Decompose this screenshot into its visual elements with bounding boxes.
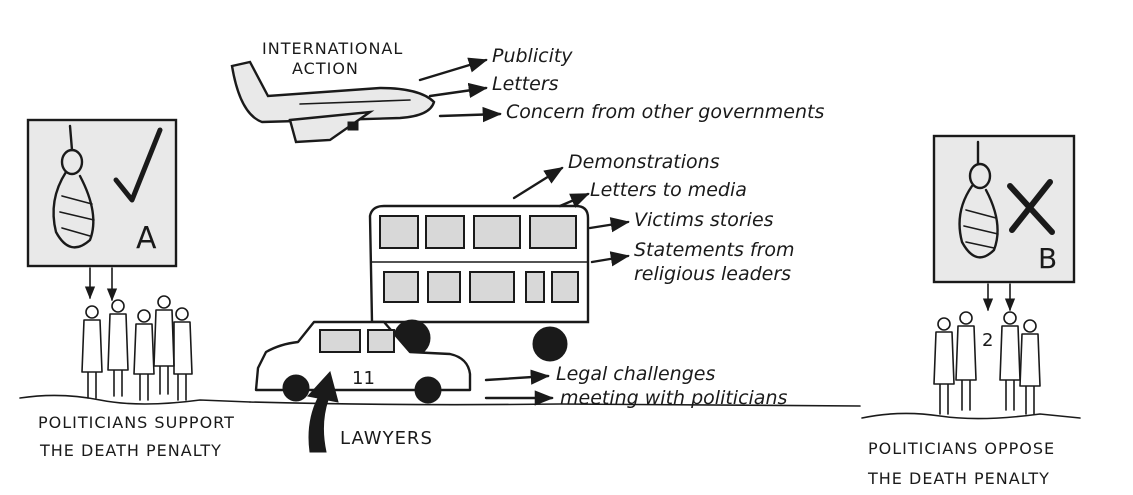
car-item-legal-challenges: Legal challenges xyxy=(556,363,715,385)
arrow-to-legal-challenges xyxy=(484,369,550,385)
international-action-title-line1: INTERNATIONAL xyxy=(262,39,403,58)
ground-line-left xyxy=(19,394,251,405)
lawyers-arrow xyxy=(307,370,339,453)
left-caption-line1: POLITICIANS SUPPORT xyxy=(38,413,235,432)
international-action-item-publicity: Publicity xyxy=(492,45,573,67)
sign-a-letter: A xyxy=(136,221,157,256)
lawyers-label: LAWYERS xyxy=(340,428,433,449)
car: 11 xyxy=(254,320,472,404)
bus-upper-windows xyxy=(379,215,577,249)
arrow-to-victims-stories xyxy=(588,217,630,233)
bus-item-letters-to-media: Letters to media xyxy=(590,179,747,201)
double-decker-bus xyxy=(368,204,590,362)
car-wheel-rear xyxy=(414,376,442,404)
bus-item-victims-stories: Victims stories xyxy=(634,209,774,231)
noose-icon xyxy=(52,124,95,249)
arrow-to-demonstrations xyxy=(512,166,564,200)
bus-item-statements-line2: religious leaders xyxy=(634,263,791,285)
cross-icon xyxy=(1007,179,1055,235)
arrow-to-letters xyxy=(428,82,488,99)
sign-b: B xyxy=(932,134,1076,284)
ground-line-right xyxy=(861,412,1081,420)
checkmark-icon xyxy=(113,127,163,203)
right-caption-line1: POLITICIANS OPPOSE xyxy=(868,439,1055,458)
international-action-item-letters: Letters xyxy=(492,73,559,95)
bus-wheel-rear xyxy=(532,326,568,362)
bus-item-statements-line1: Statements from xyxy=(634,239,795,261)
crowd-b-number: 2 xyxy=(982,330,993,351)
sign-a: A xyxy=(26,118,178,268)
bus-lower-windows xyxy=(383,271,579,303)
crowd-b-politicians: 2 xyxy=(933,311,1041,415)
international-action-item-concern: Concern from other governments xyxy=(506,101,824,123)
arrow-to-letters-to-media xyxy=(558,192,590,208)
car-number: 11 xyxy=(352,368,375,389)
arrow-to-statements xyxy=(590,251,630,267)
right-caption-line2: THE DEATH PENALTY xyxy=(867,469,1050,488)
international-action-group: INTERNATIONAL ACTION Publicity Letters C… xyxy=(230,39,824,144)
international-action-title-line2: ACTION xyxy=(292,59,359,78)
arrow-to-concern xyxy=(438,106,502,123)
car-wheel-front xyxy=(282,374,310,402)
arrow-to-publicity xyxy=(418,57,488,82)
left-caption-line2: THE DEATH PENALTY xyxy=(39,441,222,460)
airplane-icon xyxy=(230,60,436,144)
ground-line-center xyxy=(249,401,861,407)
sign-b-letter: B xyxy=(1038,242,1057,275)
noose-icon-b xyxy=(958,140,999,259)
car-item-meeting-politicians: meeting with politicians xyxy=(560,387,787,409)
bus-item-demonstrations: Demonstrations xyxy=(568,151,720,173)
crowd-a-politicians xyxy=(81,295,193,401)
